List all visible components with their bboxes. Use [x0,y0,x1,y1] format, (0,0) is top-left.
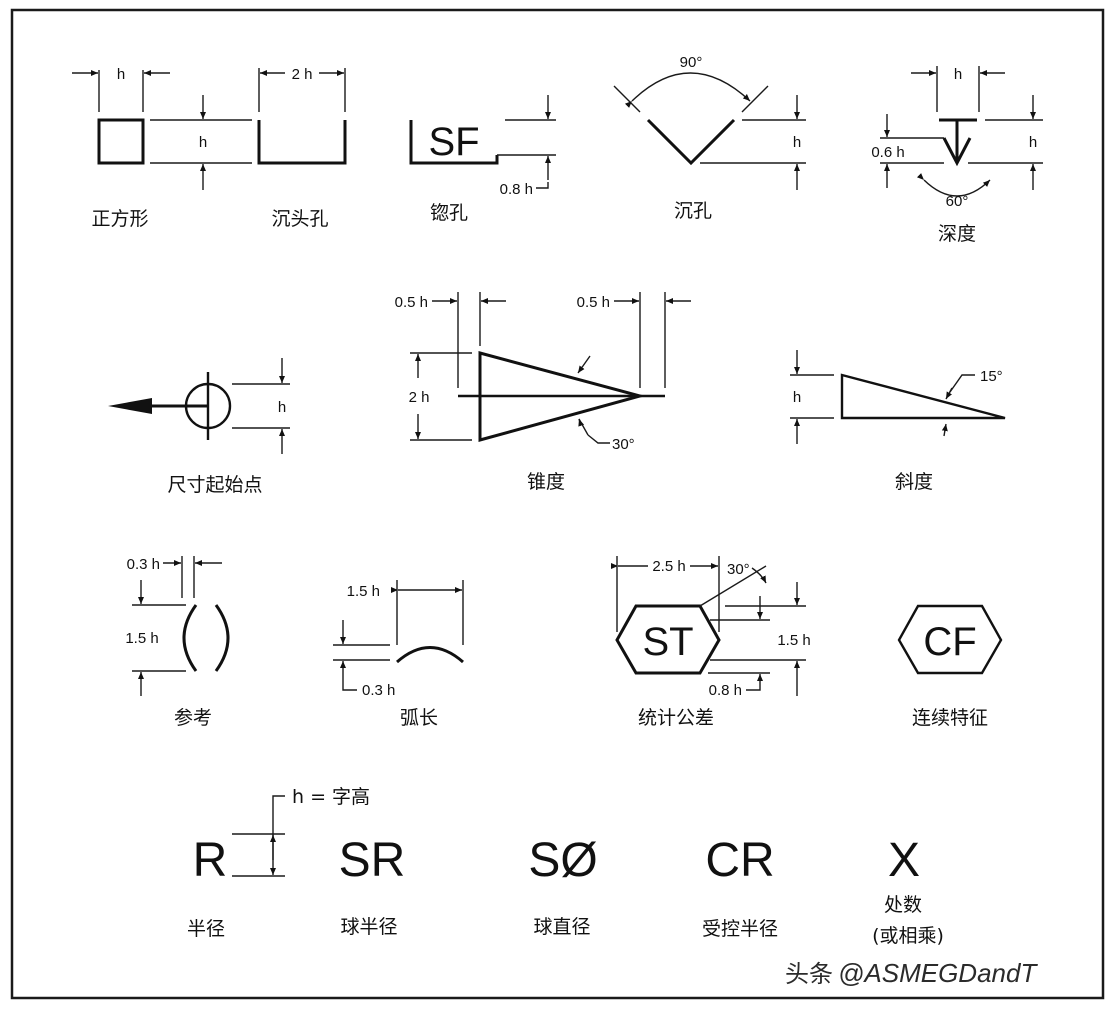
origin-height-label: h [278,399,286,416]
controlled-radius-caption: 受控半径 [702,918,778,940]
taper-angle-label: 30° [612,436,635,453]
radius-caption: 半径 [187,918,225,940]
taper-left-offset-label: 0.5 h [395,294,428,311]
slope-angle-label: 15° [980,368,1003,385]
arc-shape [396,646,464,664]
counterbore-shape [257,120,347,165]
spherical-radius-caption: 球半径 [340,916,397,938]
reference-caption: 参考 [174,707,212,729]
taper-caption: 锥度 [527,471,565,493]
countersink-shape [646,118,736,166]
height-note: h = 字高 [292,786,370,808]
depth-width-label: h [954,66,962,83]
letter-symbols: R h = 字高 半径 SR 球半径 SØ 球直径 CR 受控半径 X 处数 (… [187,786,944,947]
slope-height-label: h [793,389,801,406]
symbol-depth: h 0.6 h h 60° 深度 [871,66,1043,245]
places-caption-note: (或相乘) [872,925,944,947]
watermark: 头条 @ASMEGDandT [785,958,1038,988]
statistical-offset-label: 0.8 h [709,682,742,699]
spotface-depth-label: 0.8 h [500,181,533,198]
symbol-reference: 0.3 h 1.5 h 参考 [125,556,230,729]
taper-height-label: 2 h [409,389,430,406]
symbol-countersink: 90° h 沉孔 [613,54,806,222]
reference-height-label: 1.5 h [125,630,158,647]
spherical-radius-symbol: SR [339,834,406,887]
statistical-code: ST [642,620,693,664]
radius-symbol: R [193,834,228,887]
symbol-dimension-origin: h 尺寸起始点 [108,358,290,496]
reference-gap-label: 0.3 h [127,556,160,573]
spherical-diameter-symbol: SØ [528,834,597,887]
places-caption: 处数 [884,894,922,916]
places-symbol: X [888,834,920,887]
statistical-width-label: 2.5 h [652,558,685,575]
taper-right-offset-label: 0.5 h [577,294,610,311]
height-note-leader [272,795,285,834]
countersink-height-label: h [793,134,801,151]
origin-arrowhead [108,398,152,414]
reference-left-paren [182,604,198,672]
continuous-code: CF [923,620,976,664]
square-shape [97,118,145,165]
reference-right-paren [214,604,230,672]
watermark-prefix: 头条 [785,960,833,988]
spotface-shape [409,120,499,165]
statistical-angle-label: 30° [727,561,750,578]
slope-caption: 斜度 [895,471,933,493]
symbol-square: h h 正方形 [72,66,252,230]
arc-length-label: 1.5 h [347,583,380,600]
symbol-slope: h 15° 斜度 [790,350,1006,493]
continuous-hexagon [897,604,1003,675]
sheet-border [10,8,1105,1000]
arc-caption: 弧长 [400,707,438,729]
counterbore-caption: 沉头孔 [271,208,328,230]
origin-caption: 尺寸起始点 [167,474,262,496]
depth-caption: 深度 [938,223,976,245]
depth-angle-label: 60° [946,193,969,210]
arc-gap-label: 0.3 h [362,682,395,699]
symbol-spotface: SF 0.8 h 锪孔 [409,95,556,224]
statistical-caption: 统计公差 [638,707,714,729]
statistical-height-label: 1.5 h [777,632,810,649]
square-width-label: h [117,66,125,83]
countersink-caption: 沉孔 [674,200,712,222]
symbol-statistical-tolerance: ST 2.5 h 30° 1.5 h 0.8 h 统计公差 [611,556,811,729]
symbol-counterbore: 2 h 沉头孔 [257,66,347,230]
watermark-handle: @ASMEGDandT [838,958,1038,988]
symbol-conical-taper: 0.5 h 0.5 h 2 h 30° 锥度 [395,292,691,493]
depth-offset-label: 0.6 h [871,144,904,161]
countersink-angle-label: 90° [680,54,703,71]
symbol-continuous-feature: CF 连续特征 [897,604,1003,729]
square-height-label: h [199,134,207,151]
spotface-code: SF [428,120,479,164]
slope-triangle [840,373,1006,420]
spotface-caption: 锪孔 [430,202,468,224]
square-caption: 正方形 [91,208,148,230]
depth-height-label: h [1029,134,1037,151]
controlled-radius-symbol: CR [705,834,774,887]
counterbore-width-label: 2 h [292,66,313,83]
spherical-diameter-caption: 球直径 [533,916,590,938]
continuous-caption: 连续特征 [912,707,988,729]
symbol-arc-length: 1.5 h 0.3 h 弧长 [333,580,464,729]
